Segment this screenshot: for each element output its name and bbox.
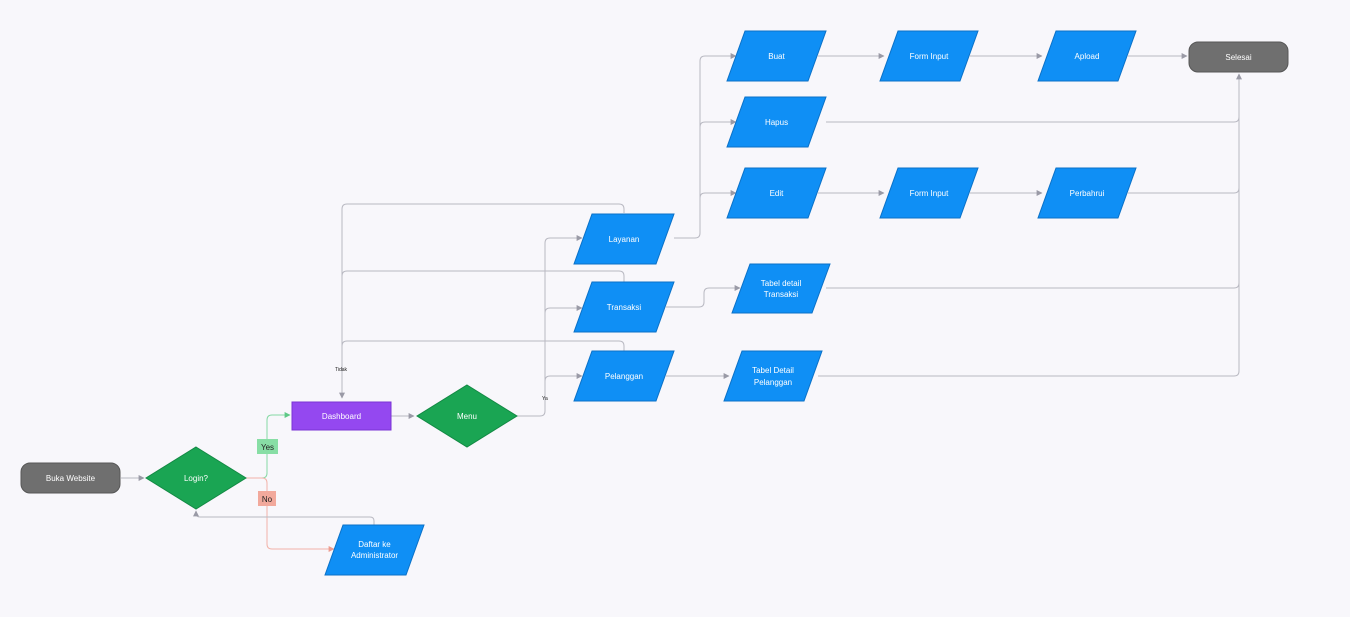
edge-transaksi-dashboard: [341, 270, 625, 282]
no-tag: No: [258, 491, 276, 506]
edge-layanan-hapus: [699, 119, 737, 128]
svg-text:Tabel Detail: Tabel Detail: [752, 366, 794, 375]
svg-text:Buat: Buat: [768, 52, 785, 61]
dashboard-node[interactable]: Dashboard: [291, 401, 392, 431]
svg-text:Pelanggan: Pelanggan: [754, 378, 792, 387]
svg-text:Login?: Login?: [184, 474, 209, 483]
svg-text:Transaksi: Transaksi: [607, 303, 642, 312]
form-input-create-node[interactable]: Form Input: [879, 30, 979, 82]
edge-register-login: [193, 510, 375, 525]
svg-text:Selesai: Selesai: [1225, 53, 1251, 62]
edit-node[interactable]: Edit: [726, 167, 827, 219]
transaksi-node[interactable]: Transaksi: [573, 281, 675, 333]
svg-text:Layanan: Layanan: [609, 235, 640, 244]
edge-menu-transaksi: [544, 305, 583, 314]
svg-text:Dashboard: Dashboard: [322, 412, 361, 421]
ya-label: Ya: [542, 396, 548, 402]
login-decision[interactable]: Login?: [145, 446, 247, 510]
tabel-transaksi-node[interactable]: Tabel detail Transaksi: [731, 263, 831, 314]
svg-text:Perbahrui: Perbahrui: [1070, 189, 1105, 198]
edge-menu-pelanggan: [544, 373, 583, 382]
form-input-edit-node[interactable]: Form Input: [879, 167, 979, 219]
svg-text:Tabel detail: Tabel detail: [761, 279, 802, 288]
edges: [121, 53, 1239, 552]
apload-node[interactable]: Apload: [1037, 30, 1137, 82]
edge-layanan-buat: [674, 53, 737, 239]
layanan-node[interactable]: Layanan: [573, 213, 675, 265]
svg-text:Edit: Edit: [770, 189, 785, 198]
buat-node[interactable]: Buat: [726, 30, 827, 82]
svg-text:Pelanggan: Pelanggan: [605, 372, 643, 381]
tabel-pelanggan-node[interactable]: Tabel Detail Pelanggan: [723, 350, 823, 402]
edge-returns-selesai: [818, 74, 1239, 377]
end-node[interactable]: Selesai: [1188, 41, 1289, 73]
svg-text:Administrator: Administrator: [351, 551, 398, 560]
svg-text:Transaksi: Transaksi: [764, 290, 799, 299]
edge-login-register-no: [246, 477, 335, 552]
perbahrui-node[interactable]: Perbahrui: [1037, 167, 1137, 219]
start-node[interactable]: Buka Website: [20, 462, 121, 494]
svg-text:Form Input: Form Input: [910, 189, 949, 198]
edge-layanan-edit: [699, 190, 737, 199]
edge-pelanggan-dashboard: [341, 340, 625, 351]
svg-text:No: No: [262, 495, 273, 504]
edge-menu-layanan: [517, 235, 583, 417]
svg-text:Form Input: Form Input: [910, 52, 949, 61]
svg-text:Yes: Yes: [261, 443, 274, 452]
svg-text:Menu: Menu: [457, 412, 477, 421]
yes-tag: Yes: [257, 439, 278, 454]
svg-text:Apload: Apload: [1075, 52, 1100, 61]
pelanggan-node[interactable]: Pelanggan: [573, 350, 675, 402]
menu-decision[interactable]: Menu: [416, 384, 518, 448]
register-node[interactable]: Daftar ke Administrator: [324, 524, 425, 576]
edge-transaksi-tabel: [666, 285, 741, 308]
edge-layanan-dashboard: [339, 203, 625, 399]
svg-text:Daftar ke: Daftar ke: [358, 540, 391, 549]
svg-text:Hapus: Hapus: [765, 118, 788, 127]
svg-text:Buka Website: Buka Website: [46, 474, 96, 483]
hapus-node[interactable]: Hapus: [726, 96, 827, 148]
tidak-label: Tidak: [335, 367, 348, 373]
